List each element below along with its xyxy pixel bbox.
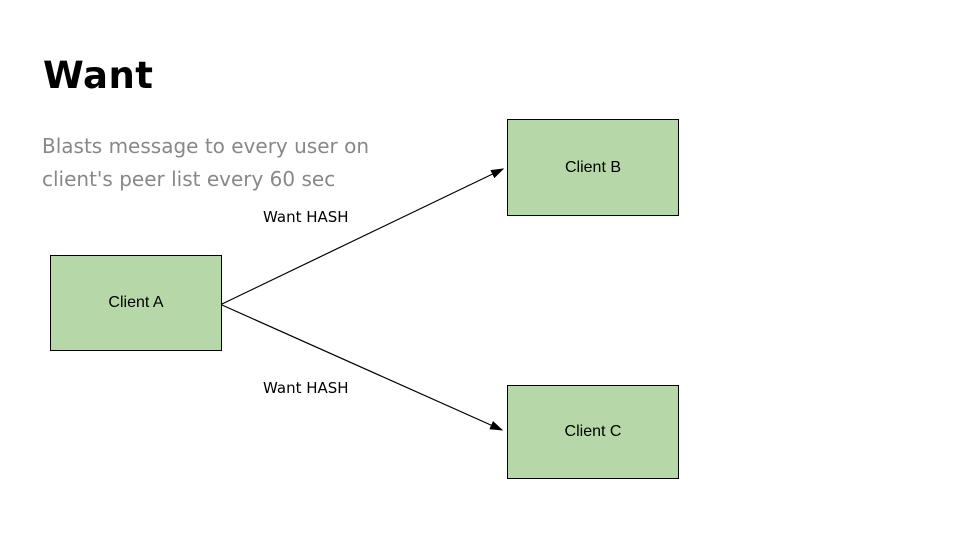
subtitle-line-2: client's peer list every 60 sec [42, 167, 336, 191]
subtitle-line-1: Blasts message to every user on [42, 134, 370, 158]
subtitle: Blasts message to every user on client's… [42, 130, 369, 196]
page-title: Want [43, 54, 154, 97]
node-client-c: Client C [507, 385, 679, 479]
node-client-c-label: Client C [564, 423, 622, 440]
node-client-b-label: Client B [564, 158, 622, 176]
node-client-a-label: Client A [108, 294, 164, 311]
edge-label-want-hash-top: Want HASH [263, 208, 349, 226]
arrow-client-a-to-client-c [221, 304, 504, 431]
node-client-a: Client A [50, 255, 222, 351]
edge-label-want-hash-bottom: Want HASH [263, 379, 349, 397]
node-client-b: Client B [507, 119, 679, 216]
